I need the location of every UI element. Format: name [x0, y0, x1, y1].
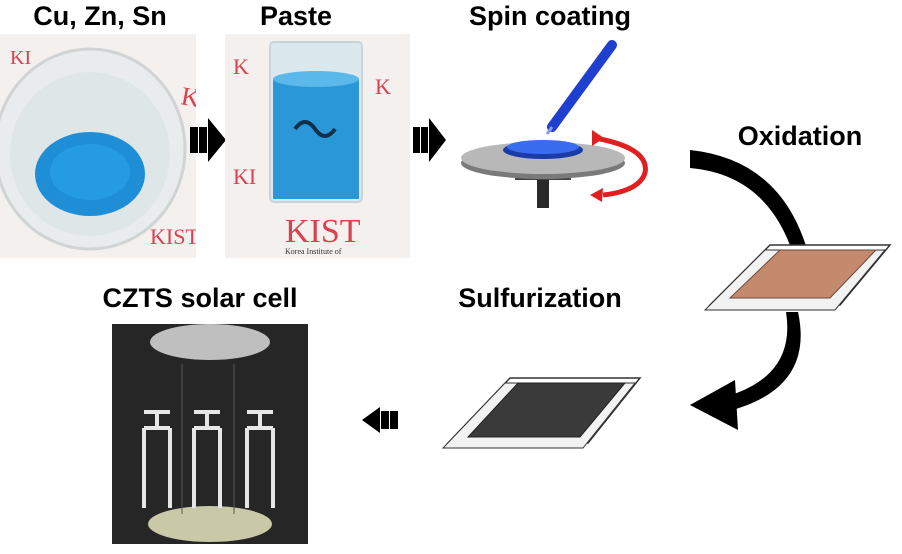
sulfurization-label: Sulfurization: [458, 283, 622, 313]
kist-watermark: KI: [179, 81, 196, 114]
paste-label: Paste: [259, 1, 333, 31]
blue-paste: [273, 79, 359, 199]
oxidation-label: Oxidation: [737, 121, 863, 151]
paste-photo: K K KI KIST Korea Institute of: [225, 34, 410, 258]
czts-solar-cell-photo: [112, 324, 308, 544]
svg-text:KIST: KIST: [285, 213, 361, 250]
svg-text:Korea Institute of: Korea Institute of: [285, 247, 342, 256]
svg-text:KI: KI: [233, 164, 256, 189]
svg-text:K: K: [233, 54, 249, 79]
svg-text:KIST: KIST: [150, 224, 196, 249]
spin-coating-label: Spin coating: [469, 1, 631, 31]
czts-solar-cell-label: CZTS solar cell: [102, 283, 298, 313]
svg-text:K: K: [375, 74, 391, 99]
svg-text:KI: KI: [10, 47, 31, 69]
pipette-icon: [545, 40, 617, 135]
precursor-photo: KI KIST KI: [0, 34, 196, 258]
